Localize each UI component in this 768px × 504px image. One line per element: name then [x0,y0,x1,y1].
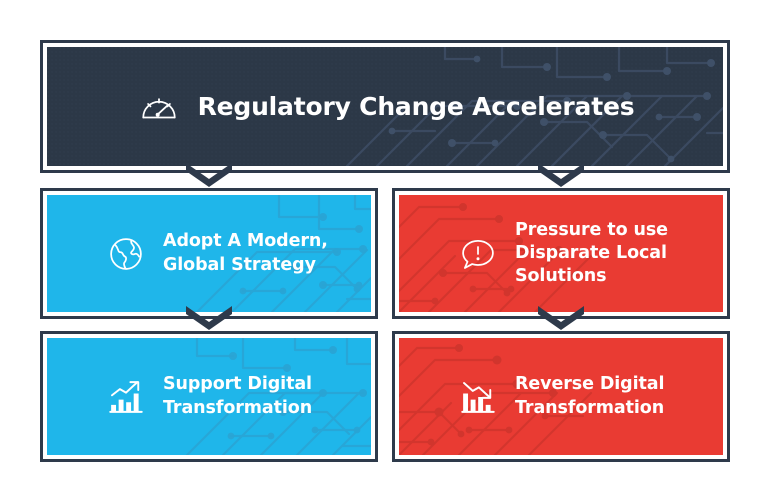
speedometer-icon [136,84,182,130]
card-reverse-digital-inner: Reverse Digital Transformation [399,338,723,455]
chart-trending-up-icon [103,374,149,420]
card-support-digital-transformation[interactable]: Support Digital Transformation [40,331,378,462]
card-title-support-digital: Support Digital Transformation [163,373,312,419]
header-card-inner: Regulatory Change Accelerates [47,47,723,166]
card-title-line-2: Transformation [515,397,665,418]
card-content-pressure-disparate: Pressure to use Disparate Local Solution… [399,219,668,288]
card-title-line-2: Transformation [163,397,313,418]
card-title-line-1: Reverse Digital [515,374,665,395]
card-title-line-2: Disparate Local [515,242,667,263]
connector-red-1-to-red-2 [538,306,584,336]
header-card[interactable]: Regulatory Change Accelerates [40,40,730,173]
card-reverse-digital-transformation[interactable]: Reverse Digital Transformation [392,331,730,462]
card-title-line-2: Global Strategy [163,254,316,275]
card-content-reverse-digital: Reverse Digital Transformation [399,373,664,419]
connector-blue-1-to-blue-2 [186,306,232,336]
card-title-line-1: Pressure to use [515,219,668,240]
connector-header-to-blue-1 [186,163,232,193]
connector-header-to-red-1 [538,163,584,193]
card-title-adopt-modern: Adopt A Modern, Global Strategy [163,230,328,276]
chart-trending-down-icon [455,374,501,420]
card-support-digital-inner: Support Digital Transformation [47,338,371,455]
alert-speech-bubble-icon [455,231,501,277]
card-adopt-modern-global-strategy[interactable]: Adopt A Modern, Global Strategy [40,188,378,319]
card-content-support-digital: Support Digital Transformation [47,373,312,419]
card-adopt-modern-global-strategy-inner: Adopt A Modern, Global Strategy [47,195,371,312]
card-pressure-disparate-local-solutions[interactable]: Pressure to use Disparate Local Solution… [392,188,730,319]
card-pressure-disparate-inner: Pressure to use Disparate Local Solution… [399,195,723,312]
card-title-reverse-digital: Reverse Digital Transformation [515,373,664,419]
card-title-line-3: Solutions [515,266,607,287]
card-content-adopt-modern: Adopt A Modern, Global Strategy [47,230,328,276]
card-title-line-1: Adopt A Modern, [163,231,328,252]
header-content: Regulatory Change Accelerates [136,84,635,130]
card-title-pressure-disparate: Pressure to use Disparate Local Solution… [515,219,668,288]
globe-icon [103,231,149,277]
page-title: Regulatory Change Accelerates [197,92,635,121]
card-title-line-1: Support Digital [163,374,312,395]
